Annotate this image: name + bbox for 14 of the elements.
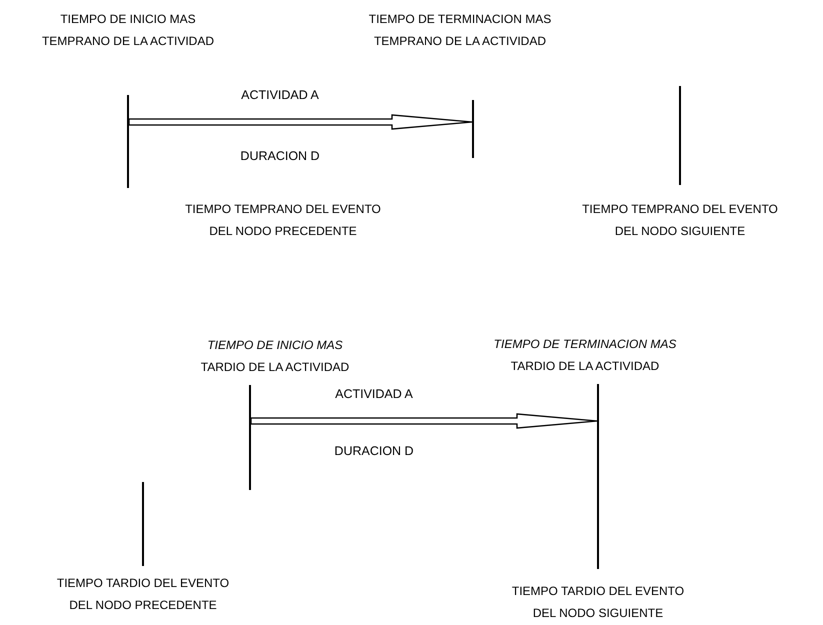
time-caption: TIEMPO TARDIO DEL EVENTO DEL NODO SIGUIENTE	[510, 583, 686, 622]
time-caption: TIEMPO DE TERMINACION MAS TARDIO DE LA ACTIVIDAD	[492, 336, 678, 375]
hollow-arrow	[250, 413, 598, 429]
time-caption: TIEMPO DE INICIO MAS TARDIO DE LA ACTIVIDAD	[200, 337, 350, 376]
hollow-arrow	[128, 114, 473, 130]
time-caption: TIEMPO TEMPRANO DEL EVENTO DEL NODO PRECEDENTE	[184, 201, 382, 240]
duration-label: DURACION D	[240, 148, 320, 165]
time-caption: TIEMPO TARDIO DEL EVENTO DEL NODO PRECEDENTE	[56, 575, 230, 614]
time-caption: TIEMPO TEMPRANO DEL EVENTO DEL NODO SIGUIENTE	[581, 201, 779, 240]
time-caption: TIEMPO DE INICIO MAS TEMPRANO DE LA ACTIVIDAD	[40, 11, 216, 50]
time-caption: TIEMPO DE TERMINACION MAS TEMPRANO DE LA ACTIVIDAD	[368, 11, 552, 50]
duration-label: DURACION D	[334, 443, 414, 460]
edge-label: ACTIVIDAD A	[241, 87, 319, 104]
edge-label: ACTIVIDAD A	[335, 386, 413, 403]
